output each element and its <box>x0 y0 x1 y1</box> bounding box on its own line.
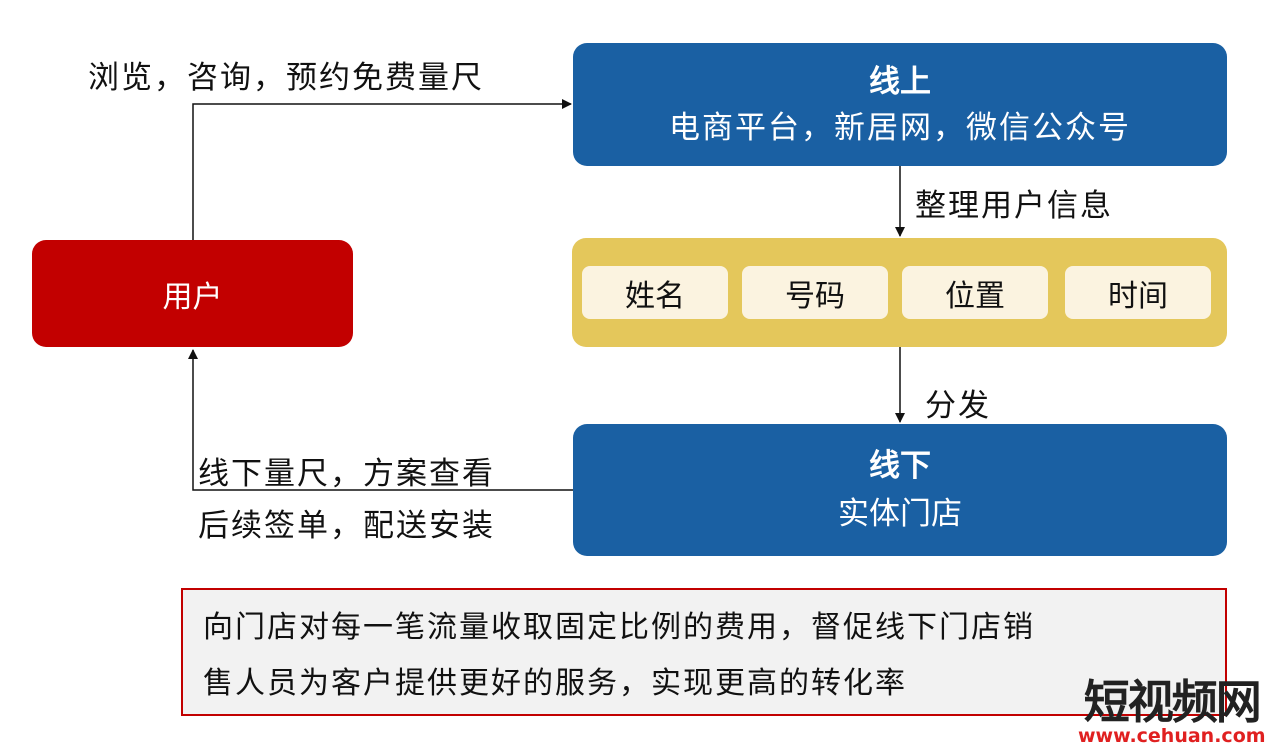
watermark: 短视频网 www.cehuan.com <box>1078 678 1266 746</box>
watermark-url: www.cehuan.com <box>1078 725 1266 747</box>
info-field-location: 位置 <box>902 266 1048 319</box>
info-field-name: 姓名 <box>582 266 728 319</box>
online-title: 线上 <box>869 63 931 100</box>
edge-label-offline-to-user-2: 后续签单，配送安装 <box>198 508 495 544</box>
edge-label-user-to-online: 浏览，咨询，预约免费量尺 <box>88 60 484 96</box>
offline-subtitle: 实体门店 <box>838 496 962 532</box>
arrow-offline-to-user <box>188 349 573 491</box>
info-field-time: 时间 <box>1065 266 1211 319</box>
user-label: 用户 <box>162 279 223 315</box>
edge-label-info-to-offline: 分发 <box>925 388 991 424</box>
note-line-2: 售人员为客户提供更好的服务，实现更高的转化率 <box>203 666 907 701</box>
note-box: 向门店对每一笔流量收取固定比例的费用，督促线下门店销 售人员为客户提供更好的服务… <box>181 588 1227 716</box>
info-field-phone: 号码 <box>742 266 888 319</box>
arrow-user-to-online <box>192 99 572 240</box>
user-node: 用户 <box>32 240 353 347</box>
edge-label-online-to-info: 整理用户信息 <box>915 188 1113 224</box>
online-node: 线上 电商平台，新居网，微信公众号 <box>573 43 1227 166</box>
offline-node: 线下 实体门店 <box>573 424 1227 556</box>
online-subtitle: 电商平台，新居网，微信公众号 <box>669 109 1131 146</box>
note-line-1: 向门店对每一笔流量收取固定比例的费用，督促线下门店销 <box>203 610 1035 645</box>
user-info-node: 姓名 号码 位置 时间 <box>572 238 1227 347</box>
watermark-title: 短视频网 <box>1083 675 1262 729</box>
edge-label-offline-to-user-1: 线下量尺，方案查看 <box>198 456 495 492</box>
offline-title: 线下 <box>869 448 931 484</box>
